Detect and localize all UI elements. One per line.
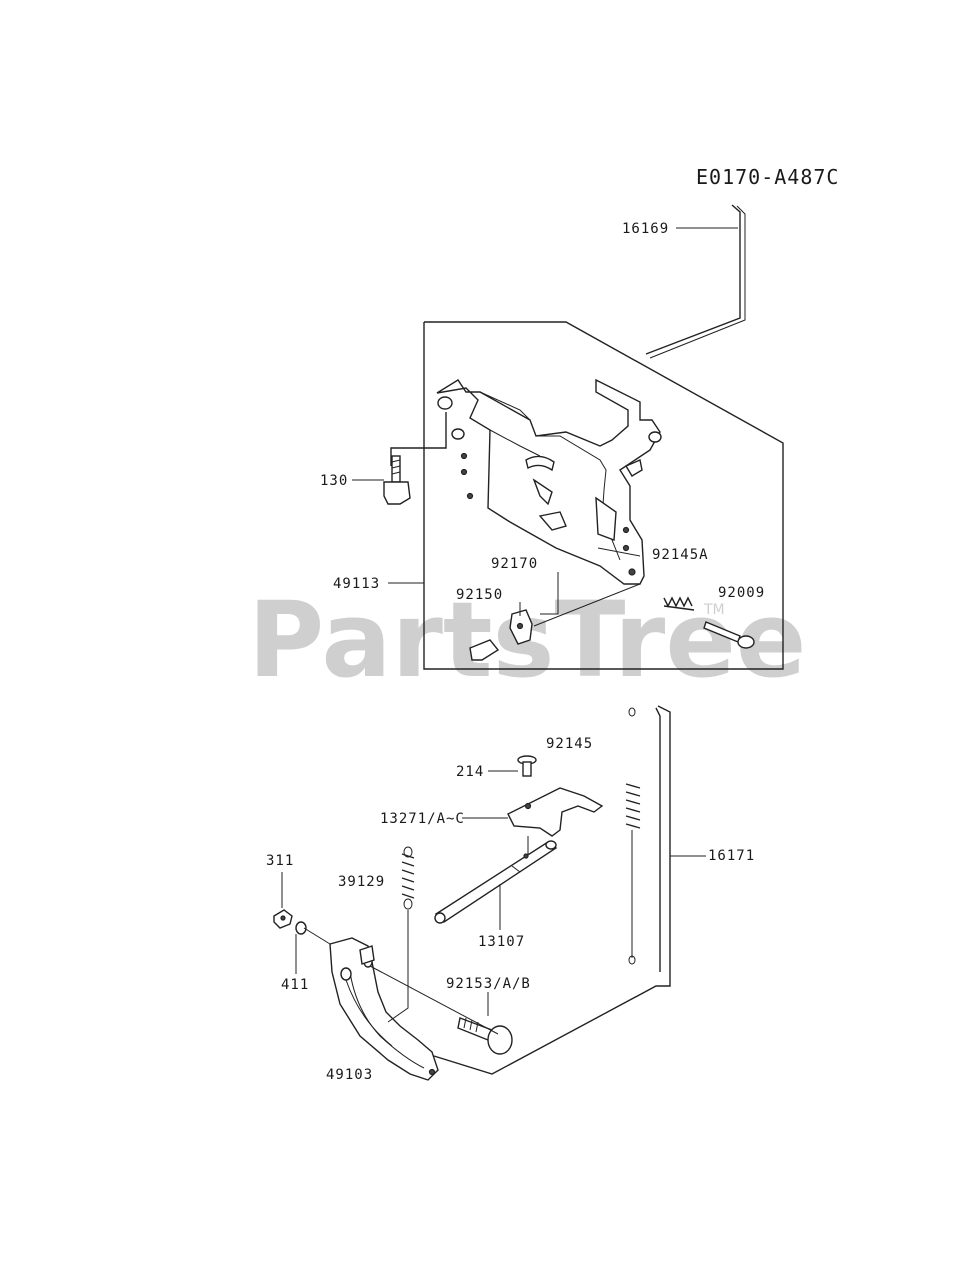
part-49103-lever[interactable]	[329, 937, 439, 1081]
label-16171[interactable]: 16171	[708, 848, 755, 864]
part-214-screw[interactable]	[517, 755, 537, 777]
label-130[interactable]: 130	[320, 473, 348, 489]
diagram-code: E0170-A487C	[696, 165, 839, 189]
part-92150-block[interactable]	[509, 609, 533, 645]
part-13271-plate[interactable]	[507, 787, 604, 837]
label-214[interactable]: 214	[456, 764, 484, 780]
leader-lines-lower	[281, 770, 529, 1035]
label-92145[interactable]: 92145	[546, 736, 593, 752]
part-411-washer[interactable]	[295, 921, 307, 935]
governor-assembly-outline	[433, 705, 706, 1075]
part-311-nut[interactable]	[273, 909, 293, 929]
label-13107[interactable]: 13107	[478, 934, 525, 950]
part-39129-spring[interactable]	[401, 846, 415, 1006]
label-49103[interactable]: 49103	[326, 1067, 373, 1083]
part-16169-rod[interactable]	[645, 204, 746, 359]
leader-lines-upper	[352, 227, 738, 627]
label-92145A[interactable]: 92145A	[652, 547, 709, 563]
label-92153[interactable]: 92153/A/B	[446, 976, 531, 992]
label-92170[interactable]: 92170	[491, 556, 538, 572]
part-16171-rod[interactable]	[628, 707, 661, 972]
label-13271[interactable]: 13271/A~C	[380, 811, 465, 827]
label-311[interactable]: 311	[266, 853, 294, 869]
part-16171-spring[interactable]	[625, 783, 641, 965]
label-49113[interactable]: 49113	[333, 576, 380, 592]
part-92153-bolt[interactable]	[457, 1017, 513, 1055]
part-92150-bolt[interactable]	[469, 639, 500, 661]
label-92150[interactable]: 92150	[456, 587, 503, 603]
part-130-bolt[interactable]	[383, 455, 411, 505]
label-92009[interactable]: 92009	[718, 585, 765, 601]
label-411[interactable]: 411	[281, 977, 309, 993]
part-13107-shaft[interactable]	[434, 840, 558, 924]
part-92145A-spring[interactable]	[663, 596, 695, 611]
label-16169[interactable]: 16169	[622, 221, 669, 237]
label-39129[interactable]: 39129	[338, 874, 385, 890]
control-plate[interactable]	[436, 378, 662, 585]
part-92009-bolt[interactable]	[703, 621, 755, 649]
control-plate-assembly[interactable]	[423, 321, 784, 670]
trademark-mark: TM	[703, 602, 725, 618]
